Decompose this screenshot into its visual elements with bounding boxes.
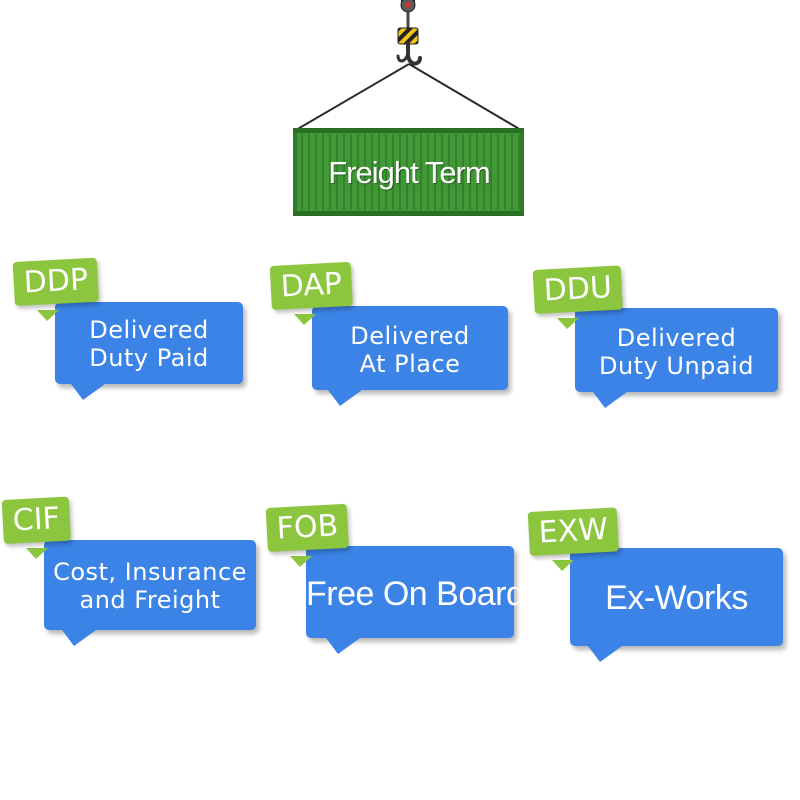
term-description-line-1: Cost, Insurance — [53, 558, 247, 586]
tag-tail — [26, 548, 48, 559]
term-description-line-1: Delivered — [350, 322, 470, 350]
term-description: Delivered Duty Unpaid — [575, 324, 778, 380]
term-description-line-1: Ex-Works — [605, 579, 748, 617]
bubble-tail — [62, 630, 96, 646]
crane-hook-icon — [396, 0, 422, 66]
term-description: Delivered At Place — [312, 322, 508, 378]
term-code: DDU — [532, 265, 624, 314]
term-bubble — [570, 548, 783, 646]
tag-tail — [552, 560, 574, 571]
crane-container-illustration — [293, 0, 524, 216]
bubble-tail — [326, 638, 360, 654]
term-exw: EXW Ex-Works — [527, 507, 783, 662]
term-description-line-2: At Place — [359, 350, 461, 378]
term-bubble — [312, 306, 508, 390]
term-code: EXW — [527, 507, 620, 556]
term-bubble — [306, 546, 514, 638]
term-description-line-1: Free On Board — [306, 575, 525, 613]
term-ddp: DDP Delivered Duty Paid — [12, 257, 255, 402]
term-code: DDP — [12, 257, 100, 306]
bubble-tail — [588, 646, 622, 662]
tag-tail — [294, 314, 316, 325]
bubble-tail — [328, 390, 362, 406]
term-code: FOB — [265, 503, 350, 552]
shipping-container-icon — [293, 128, 524, 216]
term-ddu: DDU Delivered Duty Unpaid — [532, 265, 778, 410]
tag-tail — [557, 318, 579, 329]
tag-tail — [37, 310, 59, 321]
term-description-line-1: Delivered — [89, 316, 209, 344]
term-code: CIF — [1, 496, 71, 544]
term-dap: DAP Delivered At Place — [269, 261, 512, 406]
term-description-line-2: Duty Paid — [89, 344, 209, 372]
tag-tail — [290, 556, 312, 567]
term-description: Free On Board — [306, 574, 525, 614]
term-bubble — [55, 302, 243, 384]
bubble-tail — [71, 384, 105, 400]
term-fob: FOB Free On Board — [265, 503, 525, 654]
term-description: Cost, Insurance and Freight — [44, 558, 256, 614]
term-bubble — [575, 308, 778, 392]
term-cif: CIF Cost, Insurance and Freight — [1, 496, 256, 646]
term-description: Ex-Works — [570, 578, 783, 618]
term-bubble — [44, 540, 256, 630]
term-description-line-1: Delivered — [616, 324, 737, 352]
rope-left — [295, 63, 410, 131]
term-description: Delivered Duty Paid — [55, 316, 243, 372]
term-code: DAP — [269, 261, 354, 310]
page-title: Freight Term — [328, 155, 490, 190]
term-description-line-2: Duty Unpaid — [598, 352, 755, 380]
bubble-tail — [593, 392, 627, 408]
rope-right — [408, 63, 522, 131]
term-description-line-2: and Freight — [79, 586, 221, 614]
